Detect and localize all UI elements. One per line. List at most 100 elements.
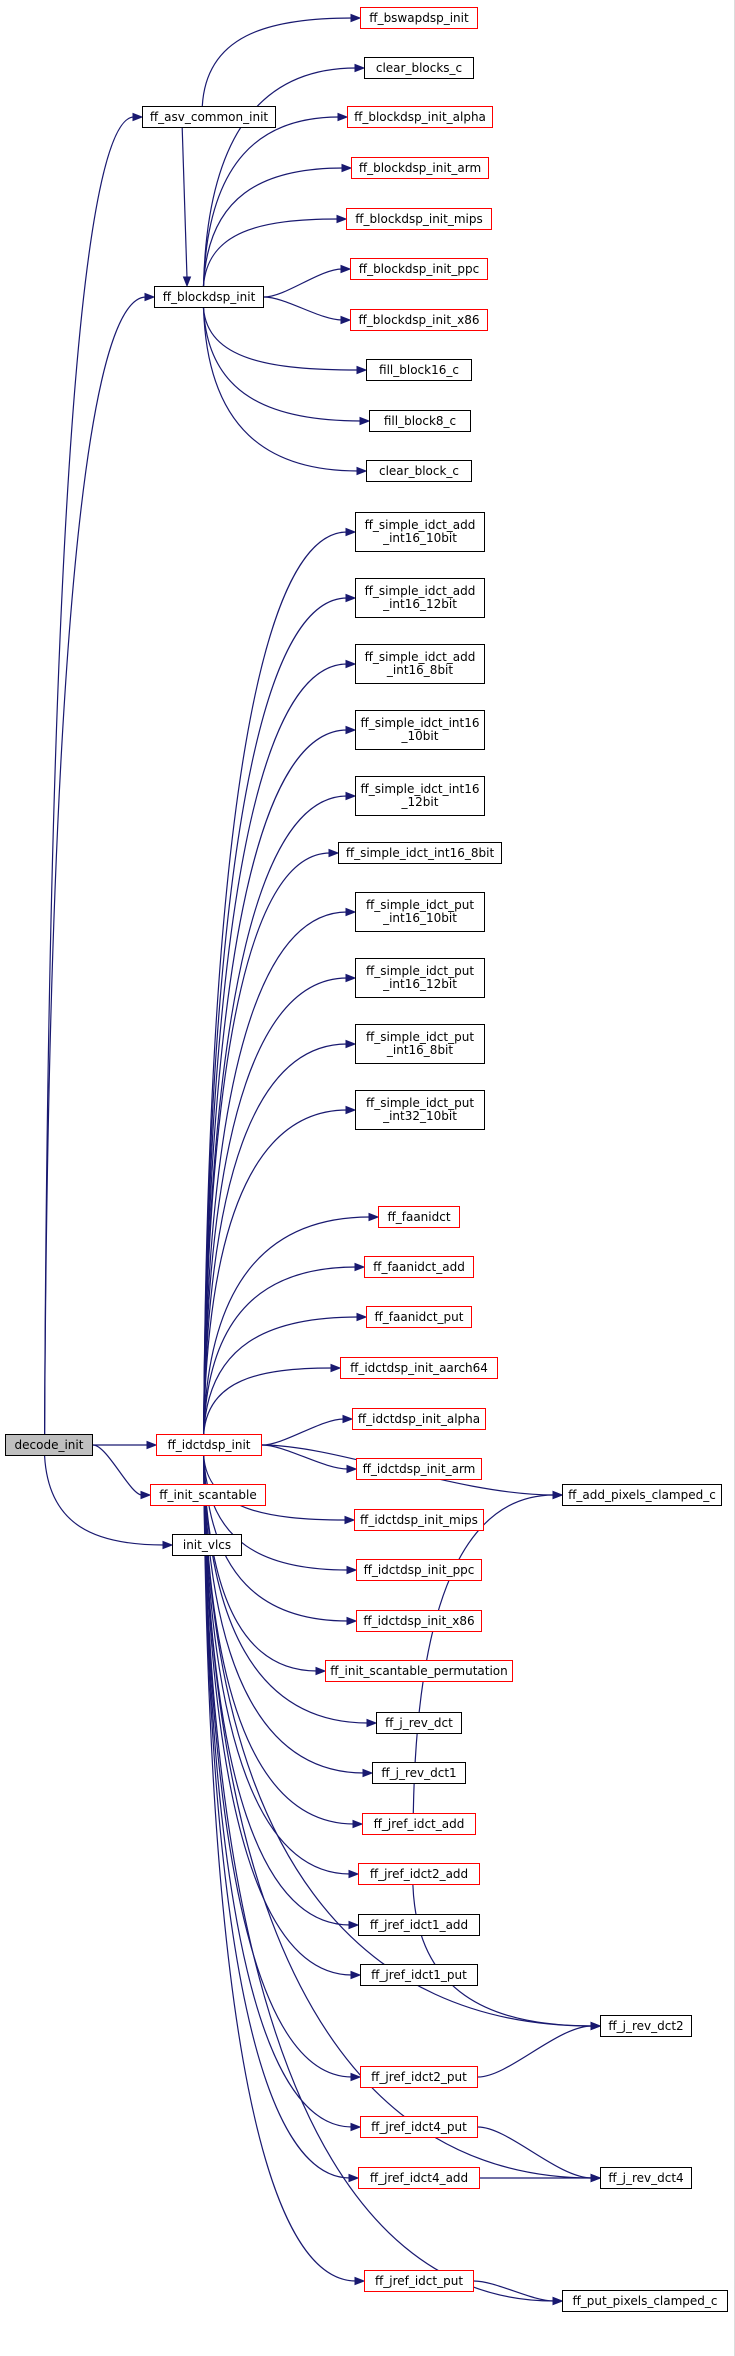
node-ff-jref-idct-put[interactable]: ff_jref_idct_put: [364, 2270, 474, 2292]
edge-ff-idctdsp-init-to-ff-idctdsp-init-alpha: [261, 1418, 345, 1446]
arrowhead-ff-blockdsp-init-to-clear-blocks-c: [354, 63, 366, 73]
node-ff-faanidct-put[interactable]: ff_faanidct_put: [366, 1306, 472, 1328]
node-ff-blockdsp-init-x86[interactable]: ff_blockdsp_init_x86: [350, 309, 488, 331]
arrowhead-ff-idctdsp-init-to-ff-simple-idct-int16-8bit: [328, 848, 340, 858]
node-ff-j-rev-dct2[interactable]: ff_j_rev_dct2: [600, 2015, 692, 2037]
node-fill-block16-c[interactable]: fill_block16_c: [366, 359, 472, 381]
node-ff-simple-idct-put-int32-10bit[interactable]: ff_simple_idct_put _int32_10bit: [355, 1090, 485, 1130]
arrowhead-ff-idctdsp-init-to-ff-jref-idct1-add: [348, 1920, 360, 1930]
arrowhead-ff-idctdsp-init-to-ff-idctdsp-init-x86: [346, 1616, 358, 1626]
node-ff-jref-idct4-put[interactable]: ff_jref_idct4_put: [360, 2116, 478, 2138]
arrowhead-ff-idctdsp-init-to-ff-j-rev-dct: [366, 1718, 378, 1728]
edge-ff-asv-common-init-to-ff-blockdsp-init: [181, 127, 188, 279]
node-ff-idctdsp-init-mips[interactable]: ff_idctdsp_init_mips: [354, 1509, 484, 1531]
node-ff-bswapdsp-init[interactable]: ff_bswapdsp_init: [360, 7, 478, 29]
node-ff-idctdsp-init-ppc[interactable]: ff_idctdsp_init_ppc: [356, 1559, 482, 1581]
edge-ff-idctdsp-init-to-ff-simple-idct-int16-10bit: [203, 729, 348, 1435]
node-ff-init-scantable-permutation[interactable]: ff_init_scantable_permutation: [325, 1660, 513, 1682]
edge-ff-idctdsp-init-to-ff-faanidct: [203, 1216, 371, 1435]
edge-ff-idctdsp-init-to-ff-simple-idct-int16-8bit: [203, 852, 331, 1435]
node-ff-put-pixels-clamped-c[interactable]: ff_put_pixels_clamped_c: [562, 2290, 728, 2312]
node-ff-idctdsp-init-aarch64[interactable]: ff_idctdsp_init_aarch64: [340, 1357, 498, 1379]
arrowhead-ff-idctdsp-init-to-ff-simple-idct-add-int16-8bit: [345, 659, 357, 669]
arrowhead-ff-jref-idct-put-to-ff-put-pixels-clamped-c: [552, 2296, 564, 2306]
arrowhead-decode-init-to-ff-asv-common-init: [132, 112, 144, 122]
node-ff-jref-idct2-put[interactable]: ff_jref_idct2_put: [360, 2066, 478, 2088]
node-ff-jref-idct-add[interactable]: ff_jref_idct_add: [362, 1813, 476, 1835]
edge-ff-jref-idct2-put-to-ff-j-rev-dct2: [477, 2025, 593, 2078]
node-ff-simple-idct-add-int16-10bit[interactable]: ff_simple_idct_add _int16_10bit: [355, 512, 485, 552]
arrowhead-ff-idctdsp-init-to-ff-faanidct-add: [354, 1262, 366, 1272]
arrowhead-ff-idctdsp-init-to-ff-jref-idct-add: [352, 1819, 364, 1829]
node-init-vlcs[interactable]: init_vlcs: [172, 1534, 242, 1556]
node-ff-blockdsp-init-ppc[interactable]: ff_blockdsp_init_ppc: [350, 258, 488, 280]
node-ff-simple-idct-put-int16-10bit[interactable]: ff_simple_idct_put _int16_10bit: [355, 892, 485, 932]
edge-ff-idctdsp-init-to-ff-faanidct-put: [203, 1316, 359, 1435]
node-ff-j-rev-dct4[interactable]: ff_j_rev_dct4: [600, 2167, 692, 2189]
node-ff-init-scantable[interactable]: ff_init_scantable: [150, 1484, 266, 1506]
arrowhead-ff-idctdsp-init-to-ff-simple-idct-put-int16-12bit: [345, 973, 357, 983]
edge-ff-jref-idct4-put-to-ff-j-rev-dct4: [477, 2126, 593, 2179]
arrowhead-decode-init-to-init-vlcs: [162, 1540, 174, 1550]
arrowhead-ff-idctdsp-init-to-ff-simple-idct-int16-12bit: [345, 791, 357, 801]
edge-ff-idctdsp-init-to-ff-simple-idct-add-int16-8bit: [203, 663, 348, 1435]
node-ff-simple-idct-int16-8bit[interactable]: ff_simple_idct_int16_8bit: [338, 842, 502, 864]
node-ff-jref-idct4-add[interactable]: ff_jref_idct4_add: [358, 2167, 480, 2189]
node-clear-blocks-c[interactable]: clear_blocks_c: [364, 57, 474, 79]
node-ff-faanidct-add[interactable]: ff_faanidct_add: [364, 1256, 474, 1278]
edge-ff-idctdsp-init-to-ff-simple-idct-put-int16-10bit: [203, 911, 348, 1435]
node-ff-blockdsp-init-mips[interactable]: ff_blockdsp_init_mips: [346, 208, 492, 230]
arrowhead-ff-asv-common-init-to-ff-blockdsp-init: [182, 276, 192, 288]
arrowhead-decode-init-to-ff-idctdsp-init: [146, 1440, 158, 1450]
node-clear-block-c[interactable]: clear_block_c: [366, 460, 472, 482]
node-ff-idctdsp-init-arm[interactable]: ff_idctdsp_init_arm: [356, 1458, 482, 1480]
edge-ff-blockdsp-init-to-clear-blocks-c: [202, 67, 357, 287]
arrowhead-ff-blockdsp-init-to-ff-blockdsp-init-arm: [341, 163, 353, 173]
arrowhead-ff-idctdsp-init-to-ff-jref-idct4-add: [348, 2173, 360, 2183]
node-ff-blockdsp-init[interactable]: ff_blockdsp_init: [154, 286, 264, 308]
node-ff-j-rev-dct[interactable]: ff_j_rev_dct: [376, 1712, 462, 1734]
arrowhead-ff-idctdsp-init-to-ff-simple-idct-put-int16-10bit: [345, 907, 357, 917]
node-ff-blockdsp-init-alpha[interactable]: ff_blockdsp_init_alpha: [347, 106, 493, 128]
edge-ff-blockdsp-init-to-ff-blockdsp-init-mips: [202, 218, 339, 287]
node-ff-simple-idct-put-int16-8bit[interactable]: ff_simple_idct_put _int16_8bit: [355, 1024, 485, 1064]
node-ff-simple-idct-add-int16-8bit[interactable]: ff_simple_idct_add _int16_8bit: [355, 644, 485, 684]
node-ff-idctdsp-init-alpha[interactable]: ff_idctdsp_init_alpha: [352, 1408, 486, 1430]
edge-ff-blockdsp-init-to-ff-blockdsp-init-x86: [263, 296, 343, 321]
edge-decode-init-to-ff-blockdsp-init: [44, 296, 147, 1435]
edge-ff-asv-common-init-to-ff-bswapdsp-init: [201, 17, 353, 107]
node-ff-asv-common-init[interactable]: ff_asv_common_init: [142, 106, 276, 128]
arrowhead-ff-blockdsp-init-to-ff-blockdsp-init-alpha: [337, 112, 349, 122]
edge-ff-blockdsp-init-to-ff-blockdsp-init-arm: [202, 167, 344, 287]
edge-ff-blockdsp-init-to-clear-block-c: [202, 307, 359, 472]
edge-ff-idctdsp-init-to-ff-idctdsp-init-arm: [261, 1444, 349, 1470]
edge-ff-blockdsp-init-to-fill-block16-c: [202, 307, 359, 371]
edge-decode-init-to-ff-init-scantable: [92, 1444, 143, 1496]
node-ff-idctdsp-init-x86[interactable]: ff_idctdsp_init_x86: [356, 1610, 482, 1632]
edge-ff-blockdsp-init-to-fill-block8-c: [202, 307, 362, 422]
arrowhead-ff-idctdsp-init-to-ff-simple-idct-add-int16-10bit: [345, 527, 357, 537]
node-ff-jref-idct2-add[interactable]: ff_jref_idct2_add: [358, 1863, 480, 1885]
arrowhead-ff-idctdsp-init-to-ff-idctdsp-init-alpha: [342, 1414, 354, 1424]
node-ff-simple-idct-put-int16-12bit[interactable]: ff_simple_idct_put _int16_12bit: [355, 958, 485, 998]
node-ff-simple-idct-int16-12bit[interactable]: ff_simple_idct_int16 _12bit: [355, 776, 485, 816]
arrowhead-ff-blockdsp-init-to-fill-block16-c: [356, 365, 368, 375]
node-ff-simple-idct-int16-10bit[interactable]: ff_simple_idct_int16 _10bit: [355, 710, 485, 750]
node-ff-blockdsp-init-arm[interactable]: ff_blockdsp_init_arm: [351, 157, 489, 179]
arrowhead-ff-idctdsp-init-to-ff-simple-idct-put-int16-8bit: [345, 1039, 357, 1049]
node-ff-j-rev-dct1[interactable]: ff_j_rev_dct1: [372, 1762, 466, 1784]
node-ff-jref-idct1-put[interactable]: ff_jref_idct1_put: [360, 1964, 478, 1986]
arrowhead-ff-idctdsp-init-to-ff-idctdsp-init-mips: [344, 1515, 356, 1525]
edge-ff-blockdsp-init-to-ff-blockdsp-init-alpha: [202, 116, 340, 287]
node-ff-faanidct[interactable]: ff_faanidct: [378, 1206, 460, 1228]
node-ff-jref-idct1-add[interactable]: ff_jref_idct1_add: [358, 1914, 480, 1936]
node-ff-add-pixels-clamped-c[interactable]: ff_add_pixels_clamped_c: [562, 1484, 722, 1506]
node-ff-simple-idct-add-int16-12bit[interactable]: ff_simple_idct_add _int16_12bit: [355, 578, 485, 618]
arrowhead-decode-init-to-ff-init-scantable: [140, 1490, 152, 1500]
edge-ff-jref-idct-put-to-ff-put-pixels-clamped-c: [473, 2280, 555, 2302]
node-ff-idctdsp-init[interactable]: ff_idctdsp_init: [156, 1434, 262, 1456]
edge-ff-idctdsp-init-to-ff-j-rev-dct2: [203, 1455, 593, 2027]
arrowhead-ff-idctdsp-init-to-ff-idctdsp-init-aarch64: [330, 1363, 342, 1373]
arrowhead-ff-jref-idct-add-to-ff-add-pixels-clamped-c: [552, 1490, 564, 1500]
node-fill-block8-c[interactable]: fill_block8_c: [369, 410, 471, 432]
